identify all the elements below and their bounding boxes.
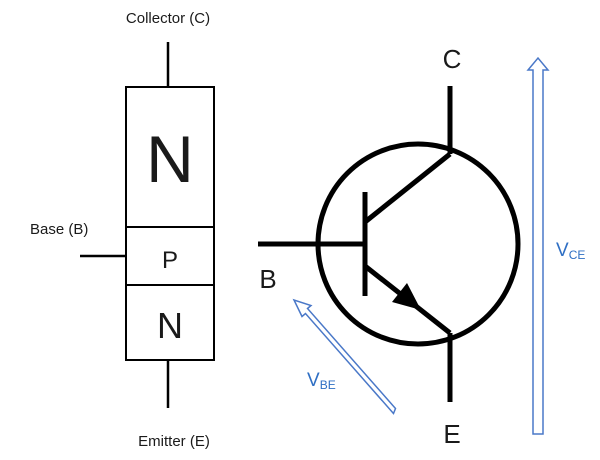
- emitter-terminal-label: E: [443, 419, 460, 449]
- base-label: Base (B): [30, 221, 88, 238]
- vbe-label: VBE: [307, 370, 336, 392]
- base-terminal-label: B: [259, 264, 276, 294]
- collector-label: Collector (C): [126, 10, 210, 27]
- emitter-label: Emitter (E): [138, 433, 210, 450]
- vce-label: VCE: [556, 240, 585, 262]
- emitter-n-layer-label: N: [157, 305, 183, 346]
- npn-transistor-symbol: C B E: [258, 44, 521, 449]
- base-p-layer-label: P: [162, 247, 178, 274]
- vce-arrow-icon: [526, 56, 550, 435]
- symbol-collector-diagonal: [363, 152, 452, 224]
- npn-layer-block: Collector (C) N P N Base (B) Emitter (E): [30, 10, 215, 450]
- emitter-arrow-icon: [392, 283, 421, 310]
- collector-terminal-label: C: [443, 44, 462, 74]
- vce-indicator: VCE: [526, 56, 585, 435]
- emitter-n-layer: [125, 284, 215, 361]
- collector-n-layer-label: N: [146, 122, 194, 196]
- vbe-arrow-icon: [292, 298, 397, 415]
- vbe-indicator: VBE: [292, 298, 397, 415]
